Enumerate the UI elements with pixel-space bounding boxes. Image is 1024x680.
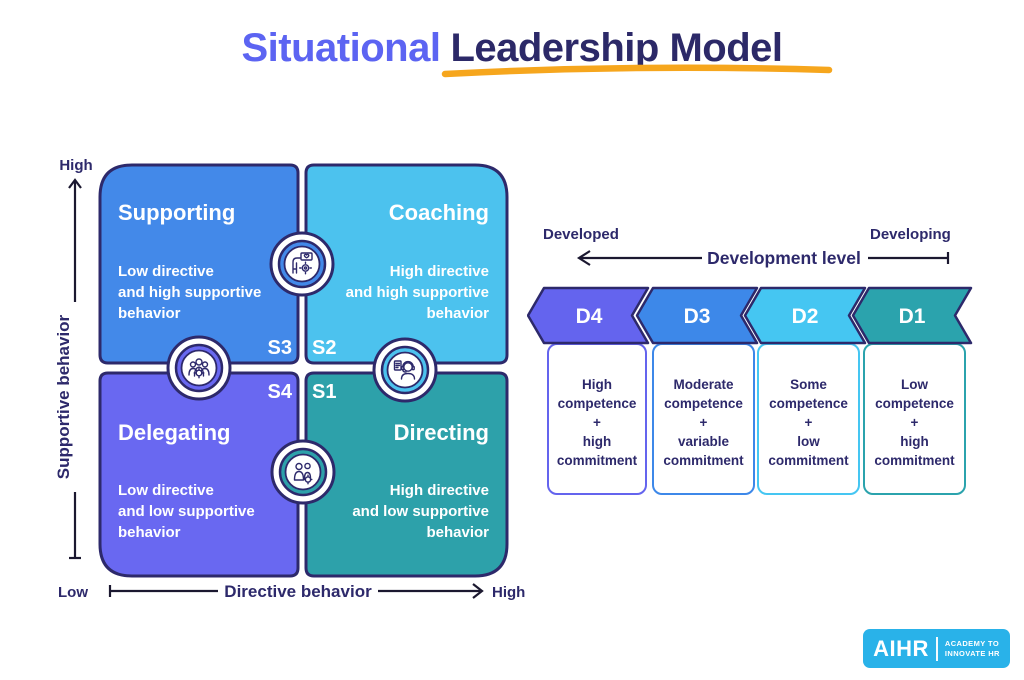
card-line: competence xyxy=(557,396,637,411)
page-title-accent: Situational xyxy=(241,26,441,70)
situational-matrix-diagram: Supporting Coaching Delegating Directing… xyxy=(54,157,525,601)
desc-line: behavior xyxy=(118,524,181,541)
desc-line: behavior xyxy=(426,524,489,541)
team-gear-icon xyxy=(188,358,210,379)
card-line: Moderate xyxy=(673,377,734,392)
s2-badge: S2 xyxy=(312,337,336,359)
card-line: competence xyxy=(875,396,954,411)
desc-line: High directive xyxy=(390,263,489,280)
d1-card: Low competence + high commitment xyxy=(863,343,966,495)
aihr-logo-text: AIHR xyxy=(873,635,929,661)
chevron-d2-label: D2 xyxy=(792,305,819,328)
card-line: high xyxy=(900,434,929,449)
connector-face xyxy=(283,245,321,283)
quadrant-desc-directing: High directive and low supportive behavi… xyxy=(352,482,489,541)
y-axis-high-label: High xyxy=(59,157,92,174)
card-line: + xyxy=(699,415,708,430)
quadrant-title-delegating: Delegating xyxy=(118,420,230,445)
card-line: High xyxy=(582,377,612,392)
x-axis-arrowhead-icon xyxy=(472,583,484,599)
desc-line: and low supportive xyxy=(118,503,255,520)
dev-axis-arrowhead-icon xyxy=(576,250,591,266)
x-axis-title: Directive behavior xyxy=(224,582,372,601)
quadrant-title-coaching: Coaching xyxy=(389,200,489,225)
desc-line: and high supportive xyxy=(118,284,261,301)
desc-line: Low directive xyxy=(118,482,214,499)
coach-headset-icon xyxy=(393,360,416,380)
card-line: Low xyxy=(901,377,928,392)
quadrant-coaching xyxy=(304,163,509,365)
quadrant-title-directing: Directing xyxy=(394,420,489,445)
card-line: + xyxy=(804,415,813,430)
chevron-d1 xyxy=(851,286,973,345)
connector-face xyxy=(284,453,322,491)
page-title-main: Leadership Model xyxy=(450,26,783,70)
connector-coaching-directing xyxy=(372,337,438,403)
card-line: competence xyxy=(664,396,743,411)
card-line: competence xyxy=(769,396,848,411)
x-axis-low-label: Low xyxy=(58,584,88,601)
quadrant-desc-coaching: High directive and high supportive behav… xyxy=(346,263,489,322)
connector-delegating-directing xyxy=(270,439,336,505)
desc-line: and low supportive xyxy=(352,503,489,520)
chevron-d3-label: D3 xyxy=(684,305,711,328)
card-line: commitment xyxy=(556,453,638,468)
desc-line: behavior xyxy=(118,305,181,322)
logo-divider xyxy=(935,636,938,661)
x-axis-high-label: High xyxy=(492,584,525,601)
d4-card: High competence + high commitment xyxy=(547,343,647,495)
development-axis: Development level xyxy=(576,248,950,268)
developed-label: Developed xyxy=(543,226,619,243)
y-axis-title: Supportive behavior xyxy=(54,314,73,479)
x-axis: Low Directive behavior High xyxy=(58,582,525,601)
card-line: variable xyxy=(677,434,730,449)
desc-line: Low directive xyxy=(118,263,214,280)
logo-tagline: ACADEMY TO INNOVATE HR xyxy=(945,639,1000,658)
connector-supporting-coaching xyxy=(269,231,335,297)
dev-axis-title: Development level xyxy=(707,248,861,268)
chevron-d2 xyxy=(743,286,867,345)
desc-line: behavior xyxy=(426,305,489,322)
chevron-d1-label: D1 xyxy=(899,305,926,328)
hand-heart-gear-icon xyxy=(292,252,313,275)
s1-badge: S1 xyxy=(312,381,336,403)
connector-supporting-delegating xyxy=(166,335,232,401)
card-line: + xyxy=(593,415,601,430)
development-levels-row: D4 D3 D2 D1 xyxy=(527,286,973,345)
card-line: commitment xyxy=(874,453,955,468)
y-axis-arrowhead-icon xyxy=(68,178,82,189)
quadrant-desc-delegating: Low directive and low supportive behavio… xyxy=(118,482,255,541)
quadrant-supporting xyxy=(98,163,300,365)
chevron-d3 xyxy=(635,286,759,345)
logo-tagline-line: ACADEMY TO xyxy=(944,639,1000,648)
y-axis: High Supportive behavior xyxy=(54,157,93,560)
card-line: low xyxy=(797,434,820,449)
aihr-logo: AIHR ACADEMY TO INNOVATE HR xyxy=(863,629,1010,668)
chevron-d4-label: D4 xyxy=(576,305,603,328)
quadrant-desc-supporting: Low directive and high supportive behavi… xyxy=(118,263,261,322)
developing-label: Developing xyxy=(870,226,951,243)
card-line: commitment xyxy=(663,453,744,468)
s3-badge: S3 xyxy=(268,337,292,359)
card-line: Some xyxy=(790,377,827,392)
quadrant-title-supporting: Supporting xyxy=(118,200,235,225)
underline-stroke xyxy=(441,64,833,78)
title-underline-swoosh xyxy=(441,64,833,78)
logo-tagline-line: INNOVATE HR xyxy=(944,648,1000,658)
d2-card: Some competence + low commitment xyxy=(757,343,860,495)
card-line: commitment xyxy=(768,453,849,468)
desc-line: and high supportive xyxy=(346,284,489,301)
s4-badge: S4 xyxy=(268,381,293,403)
d3-card: Moderate competence + variable commitmen… xyxy=(652,343,755,495)
card-line: + xyxy=(910,415,919,430)
quadrant-delegating xyxy=(98,371,300,578)
chevron-d4 xyxy=(527,286,650,345)
quadrant-directing xyxy=(304,371,509,578)
card-line: high xyxy=(582,434,612,449)
desc-line: High directive xyxy=(390,482,489,499)
people-gear-icon xyxy=(293,462,313,485)
